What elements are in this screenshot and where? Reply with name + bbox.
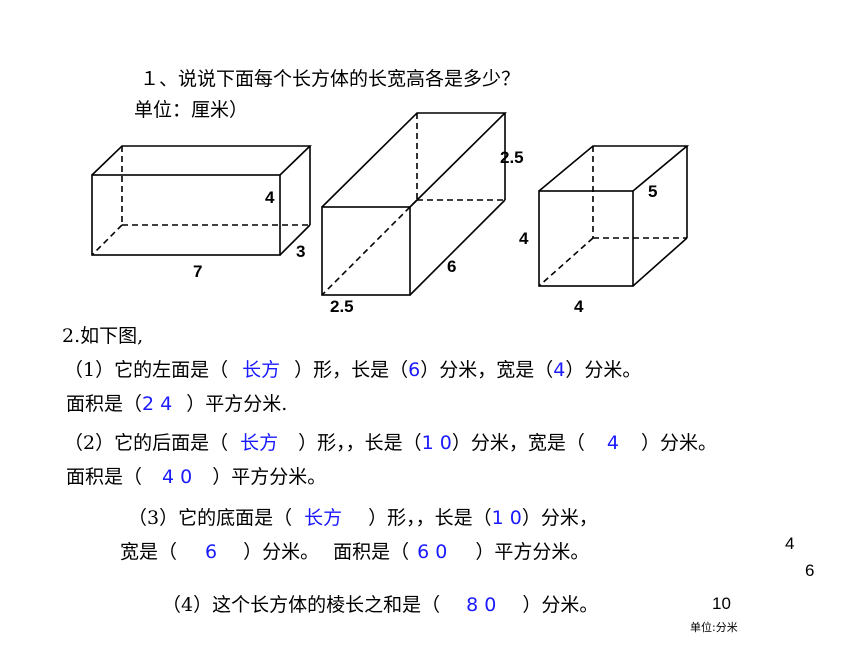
cuboid-3 [538, 145, 690, 287]
side-width-label: 6 [805, 561, 815, 580]
answer-bottom-shape: 长方 [304, 507, 343, 529]
cuboid-2 [321, 112, 507, 296]
q2-2-line2: 面积是（4 0）平方分米。 [66, 466, 327, 488]
answer-back-width: 4 [606, 432, 619, 454]
box1-height-label: 4 [265, 188, 275, 207]
answer-back-area: 4 0 [162, 466, 193, 488]
answer-edge-sum: 8 0 [466, 594, 497, 616]
box3-length-label: 4 [574, 297, 584, 316]
answer-left-length: 6 [408, 359, 421, 381]
q2-3-line2: 宽是（6）分米。面积是（6 0）平方分米。 [120, 541, 590, 563]
box2-width-label: 2.5 [330, 297, 354, 316]
answer-back-shape: 长方 [240, 432, 279, 454]
side-length-label: 10 [712, 594, 731, 613]
question-1-title: １、说说下面每个长方体的长宽高各是多少？ [140, 68, 521, 90]
answer-left-width: 4 [553, 359, 566, 381]
answer-left-shape: 长方 [242, 359, 281, 381]
box3-depth-label: 5 [648, 182, 658, 201]
side-unit-label: 单位:分米 [690, 621, 738, 634]
box2-length-label: 6 [447, 257, 457, 276]
unit-label: 单位：厘米） [134, 99, 249, 121]
answer-left-area: 2 4 [142, 393, 173, 415]
answer-back-length: 1 0 [421, 432, 452, 454]
q2-1-line2: 面积是（2 4）平方分米. [66, 393, 288, 415]
answer-bottom-length: 1 0 [491, 507, 522, 529]
answer-bottom-area: 6 0 [417, 541, 448, 563]
q2-2-line1: （2）它的后面是（长方）形，，长是（1 0）分米，宽是（4）分米。 [64, 432, 717, 454]
box1-length-label: 7 [193, 262, 203, 281]
q2-1-line1: （1）它的左面是（长方）形，长是（6）分米，宽是（4）分米。 [64, 359, 642, 381]
q2-3-line1: （3）它的底面是（长方）形，，长是（1 0）分米， [128, 507, 598, 529]
answer-bottom-width: 6 [205, 541, 218, 563]
box3-height-label: 4 [519, 229, 529, 248]
cuboid-1 [91, 145, 312, 256]
box2-height-label: 2.5 [500, 148, 524, 167]
box1-width-label: 3 [296, 242, 306, 261]
side-height-label: 4 [785, 534, 795, 553]
question-2-heading: 2.如下图, [62, 325, 144, 347]
q2-4-line: （4）这个长方体的棱长之和是（8 0）分米。 [162, 594, 599, 616]
